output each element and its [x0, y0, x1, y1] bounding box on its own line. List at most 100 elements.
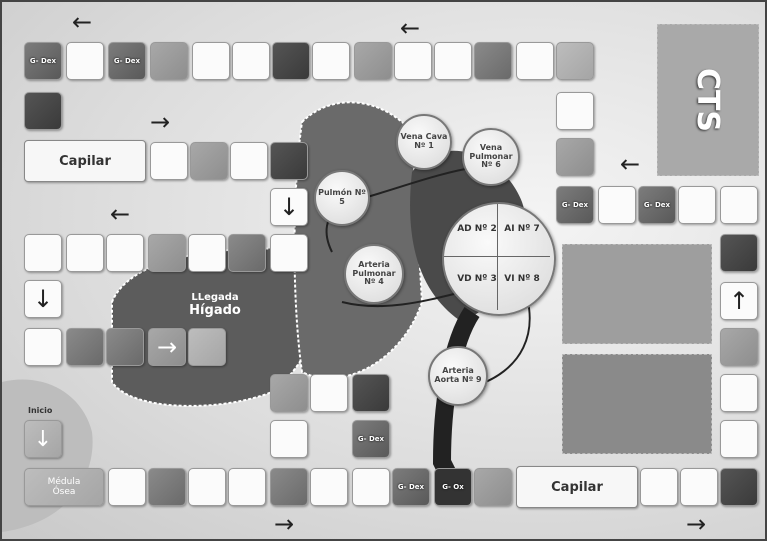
square[interactable]	[66, 234, 104, 272]
square[interactable]	[148, 468, 186, 506]
square[interactable]	[678, 186, 716, 224]
capilar-label: Capilar	[59, 154, 111, 169]
station-arteria-pulmonar[interactable]: Arteria Pulmonar Nº 4	[344, 244, 404, 304]
square[interactable]	[354, 42, 392, 80]
square[interactable]	[556, 92, 594, 130]
square[interactable]	[352, 374, 390, 412]
square[interactable]	[270, 420, 308, 458]
start-label: Inicio	[28, 406, 52, 415]
square[interactable]	[24, 234, 62, 272]
right-arrow-icon: →	[274, 512, 294, 536]
square[interactable]	[394, 42, 432, 80]
up-arrow-square[interactable]: ↑	[720, 282, 758, 320]
square[interactable]	[640, 468, 678, 506]
left-arrow-icon: ←	[620, 152, 640, 176]
square-gdex[interactable]: G- Dex	[24, 42, 62, 80]
square[interactable]	[192, 42, 230, 80]
marrow-label-2: Ósea	[53, 487, 76, 497]
square[interactable]	[150, 142, 188, 180]
square[interactable]	[352, 468, 390, 506]
square[interactable]	[230, 142, 268, 180]
square[interactable]	[556, 42, 594, 80]
left-arrow-icon: ←	[110, 202, 130, 226]
square[interactable]	[108, 468, 146, 506]
square[interactable]	[270, 234, 308, 272]
square[interactable]	[720, 468, 758, 506]
square-gdex[interactable]: G- Dex	[556, 186, 594, 224]
station-arteria-aorta[interactable]: Arteria Aorta Nº 9	[428, 346, 488, 406]
square[interactable]	[188, 234, 226, 272]
square[interactable]	[66, 42, 104, 80]
square[interactable]	[474, 468, 512, 506]
square[interactable]	[310, 374, 348, 412]
station-pulmon[interactable]: Pulmón Nº 5	[314, 170, 370, 226]
square[interactable]	[228, 468, 266, 506]
square[interactable]	[232, 42, 270, 80]
square[interactable]	[474, 42, 512, 80]
marrow-square[interactable]: Médula Ósea	[24, 468, 104, 506]
square[interactable]	[312, 42, 350, 80]
down-arrow-icon: ↓	[34, 427, 52, 452]
chamber-vi[interactable]: VI Nº 8	[502, 274, 542, 284]
up-arrow-icon: ↑	[729, 287, 749, 315]
right-arrow-icon: →	[686, 512, 706, 536]
square[interactable]	[150, 42, 188, 80]
square-gdex[interactable]: G- Dex	[108, 42, 146, 80]
square-gdex[interactable]: G- Dex	[352, 420, 390, 458]
chamber-ad[interactable]: AD Nº 2	[457, 224, 497, 234]
down-arrow-square[interactable]: ↓	[270, 188, 308, 226]
marrow-label-1: Médula	[48, 477, 81, 487]
square[interactable]	[720, 328, 758, 366]
chamber-divider-v	[497, 204, 498, 310]
liver-label: LLegada Hígado	[180, 292, 250, 318]
square[interactable]	[434, 42, 472, 80]
capilar-tile-top[interactable]: Capilar	[24, 140, 146, 182]
square[interactable]	[720, 186, 758, 224]
square[interactable]	[270, 374, 308, 412]
square[interactable]	[190, 142, 228, 180]
square[interactable]	[516, 42, 554, 80]
square[interactable]	[720, 234, 758, 272]
square-gox[interactable]: G- Ox	[434, 468, 472, 506]
square[interactable]	[272, 42, 310, 80]
capilar-tile-bottom[interactable]: Capilar	[516, 466, 638, 508]
square[interactable]	[106, 234, 144, 272]
heart-chambers	[442, 202, 556, 316]
square[interactable]	[680, 468, 718, 506]
square[interactable]	[720, 374, 758, 412]
square[interactable]	[188, 468, 226, 506]
chamber-ai[interactable]: AI Nº 7	[502, 224, 542, 234]
station-vena-pulmonar[interactable]: Vena Pulmonar Nº 6	[462, 128, 520, 186]
square[interactable]	[228, 234, 266, 272]
left-arrow-icon: ←	[72, 10, 92, 34]
square[interactable]	[66, 328, 104, 366]
down-arrow-icon: ↓	[33, 285, 53, 313]
capilar-label: Capilar	[551, 480, 603, 495]
square[interactable]	[310, 468, 348, 506]
square[interactable]	[270, 142, 308, 180]
card-slot-top[interactable]	[562, 244, 712, 344]
card-slot-bottom[interactable]	[562, 354, 712, 454]
chamber-vd[interactable]: VD Nº 3	[457, 274, 497, 284]
down-arrow-square[interactable]: ↓	[24, 280, 62, 318]
square-gdex[interactable]: G- Dex	[638, 186, 676, 224]
start-square[interactable]: ↓	[24, 420, 62, 458]
left-arrow-icon: ←	[400, 16, 420, 40]
square-gdex[interactable]: G- Dex	[392, 468, 430, 506]
square[interactable]	[720, 420, 758, 458]
square[interactable]	[24, 328, 62, 366]
square[interactable]	[598, 186, 636, 224]
square[interactable]	[270, 468, 308, 506]
right-arrow-square[interactable]: →	[148, 328, 186, 366]
station-vena-cava[interactable]: Vena Cava Nº 1	[396, 114, 452, 170]
down-arrow-icon: ↓	[279, 193, 299, 221]
logo-panel: CTS	[657, 24, 759, 176]
square[interactable]	[148, 234, 186, 272]
square[interactable]	[188, 328, 226, 366]
square[interactable]	[24, 92, 62, 130]
right-arrow-icon: →	[150, 110, 170, 134]
square[interactable]	[106, 328, 144, 366]
right-arrow-icon: →	[157, 333, 177, 361]
square[interactable]	[556, 138, 594, 176]
